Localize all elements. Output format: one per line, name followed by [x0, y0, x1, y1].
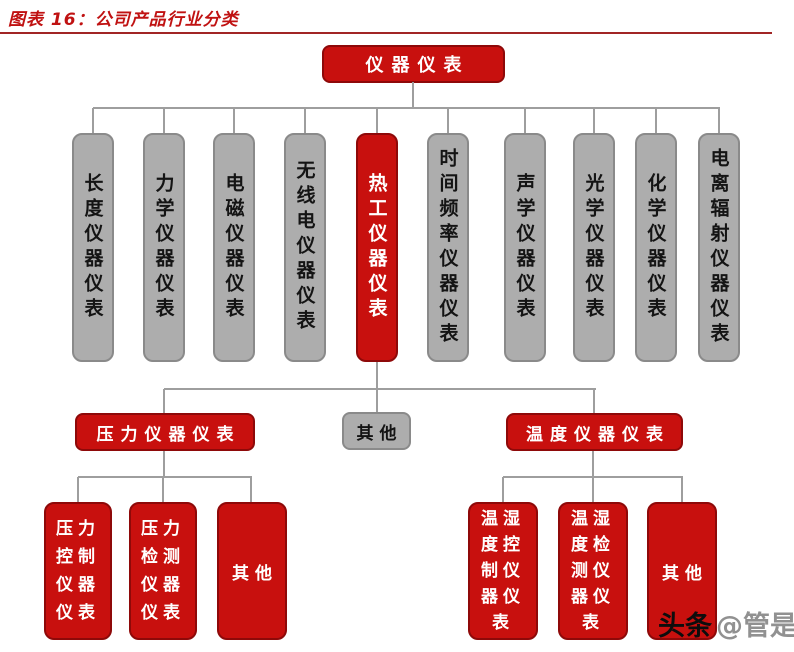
node-length-instruments: 长度仪器仪表 [72, 133, 114, 362]
node-temp-humidity-detection-instruments: 温湿度检测仪器仪表 [558, 502, 628, 640]
node-pressure-detection-instruments: 压力检测仪器仪表 [129, 502, 197, 640]
node-temperature-other: 其他 [647, 502, 717, 640]
node-optics-instruments: 光学仪器仪表 [573, 133, 615, 362]
connector-drop-ionizing [718, 108, 720, 134]
node-label: 压力控制仪器仪表 [56, 519, 100, 623]
connector-drop-temp-other [681, 477, 683, 502]
connector-temperature-trunk [592, 451, 594, 477]
node-thermal-instruments: 热工仪器仪表 [356, 133, 398, 362]
node-label: 时间频率仪器仪表 [436, 147, 459, 348]
connector-drop-length [92, 108, 94, 134]
connector-drop-acoustics [524, 108, 526, 134]
node-label: 其他 [356, 423, 403, 444]
node-chemistry-instruments: 化学仪器仪表 [635, 133, 677, 362]
connector-drop-radio [304, 108, 306, 134]
node-label: 声学仪器仪表 [513, 172, 536, 323]
connector-drop-pressure-control [77, 477, 79, 502]
connector-pressure-bus [78, 476, 252, 478]
node-label: 温湿度控制仪器仪表 [481, 509, 525, 633]
connector-drop-temperature [593, 389, 595, 413]
node-label: 其他 [232, 563, 278, 584]
node-electromagnetic-instruments: 电磁仪器仪表 [213, 133, 255, 362]
connector-level3-bus [164, 388, 596, 390]
node-radio-instruments: 无线电仪器仪表 [284, 133, 326, 362]
connector-drop-time-frequency [447, 108, 449, 134]
title-rule [0, 32, 772, 34]
node-label: 长度仪器仪表 [81, 172, 104, 323]
connector-pressure-trunk [163, 451, 165, 477]
connector-drop-mechanics [163, 108, 165, 134]
node-instruments-root: 仪器仪表 [322, 45, 505, 83]
connector-drop-temp-detection [592, 477, 594, 502]
node-label: 力学仪器仪表 [152, 172, 175, 323]
node-label: 温度仪器仪表 [526, 424, 670, 445]
connector-drop-pressure-detection [162, 477, 164, 502]
node-label: 仪器仪表 [365, 55, 470, 76]
connector-drop-other-mid [376, 389, 378, 413]
node-label: 化学仪器仪表 [644, 172, 667, 323]
node-label: 热工仪器仪表 [365, 172, 388, 323]
node-temperature-instruments: 温度仪器仪表 [506, 413, 683, 451]
node-acoustics-instruments: 声学仪器仪表 [504, 133, 546, 362]
node-label: 压力仪器仪表 [96, 424, 241, 445]
connector-drop-electromagnetic [233, 108, 235, 134]
node-pressure-instruments: 压力仪器仪表 [75, 413, 255, 451]
node-pressure-other: 其他 [217, 502, 287, 640]
node-pressure-control-instruments: 压力控制仪器仪表 [44, 502, 112, 640]
connector-drop-temp-control [502, 477, 504, 502]
node-label: 无线电仪器仪表 [293, 160, 316, 335]
connector-root-trunk [412, 82, 414, 108]
node-label: 电磁仪器仪表 [222, 172, 245, 323]
node-label: 压力检测仪器仪表 [141, 519, 185, 623]
connector-level2-bus [93, 107, 720, 109]
node-temp-humidity-control-instruments: 温湿度控制仪器仪表 [468, 502, 538, 640]
node-label: 电离辐射仪器仪表 [707, 147, 730, 348]
connector-drop-thermal [376, 108, 378, 134]
page-title: 图表 16：公司产品行业分类 [8, 10, 239, 30]
connector-drop-chemistry [655, 108, 657, 134]
watermark: 头条@管是 [658, 604, 794, 643]
connector-drop-pressure-other [250, 477, 252, 502]
connector-drop-optics [593, 108, 595, 134]
node-mechanics-instruments: 力学仪器仪表 [143, 133, 185, 362]
node-time-frequency-instruments: 时间频率仪器仪表 [427, 133, 469, 362]
node-label: 其他 [662, 563, 708, 584]
connector-drop-pressure [163, 389, 165, 413]
watermark-brand: 头条 [658, 611, 712, 642]
connector-thermal-trunk [376, 362, 378, 389]
node-other-mid: 其他 [342, 412, 411, 450]
node-label: 光学仪器仪表 [582, 172, 605, 323]
node-ionizing-radiation-instruments: 电离辐射仪器仪表 [698, 133, 740, 362]
node-label: 温湿度检测仪器仪表 [571, 509, 615, 633]
watermark-handle: @管是 [716, 611, 794, 642]
